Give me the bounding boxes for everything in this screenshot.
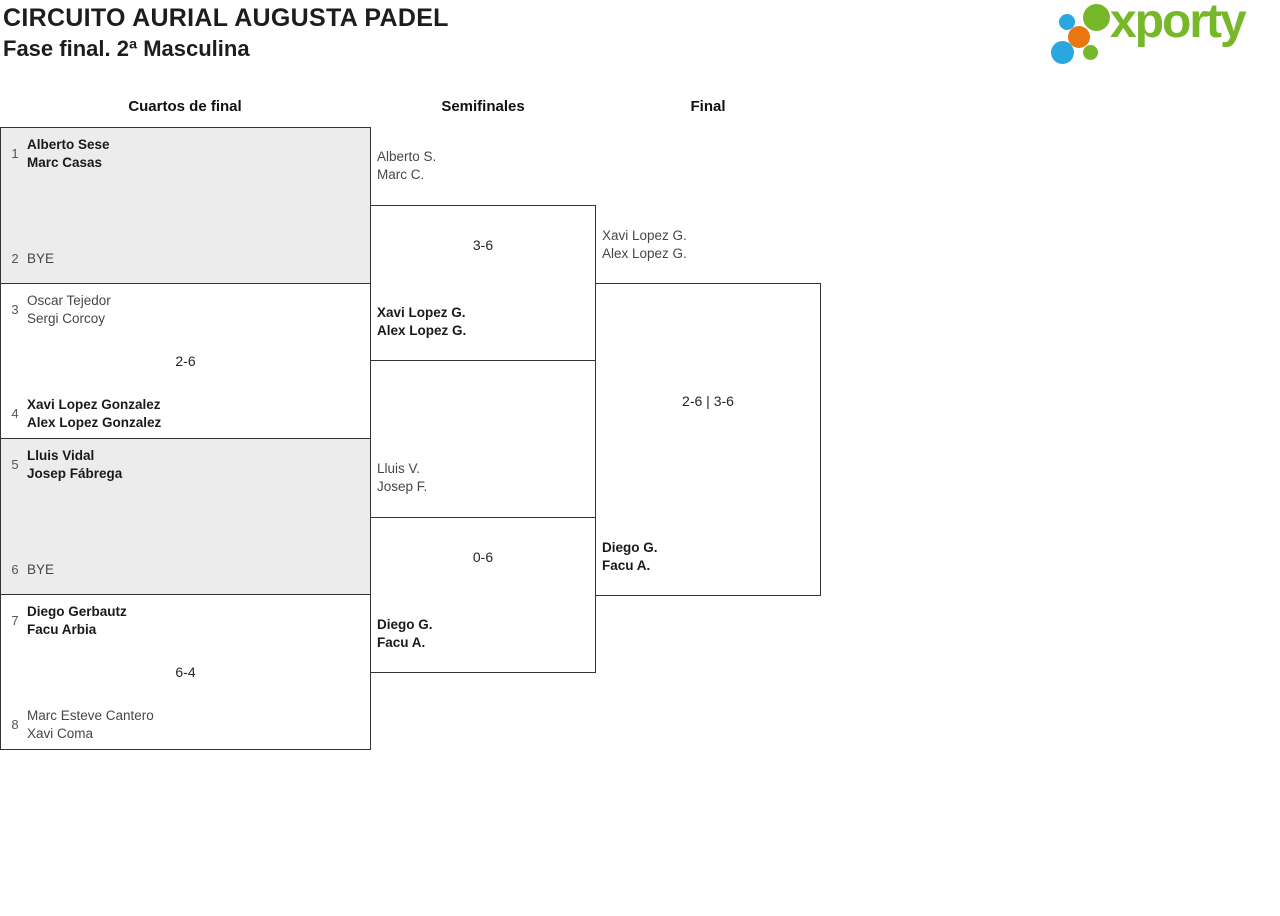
team-name: BYE	[27, 251, 55, 266]
team-pair: Diego Gerbautz Facu Arbia	[27, 603, 362, 639]
team-pair: Oscar Tejedor Sergi Corcoy	[27, 292, 362, 328]
team-pair: Xavi Lopez Gonzalez Alex Lopez Gonzalez	[27, 396, 362, 432]
seed-number: 6	[11, 562, 19, 577]
advancing-pair: Diego G. Facu A.	[602, 539, 820, 575]
match-box-sf2[interactable]: 0-6	[370, 517, 596, 673]
team-name: Xavi Lopez Gonzalez	[27, 397, 161, 412]
match-score: 6-4	[175, 664, 196, 680]
match-box-sf1[interactable]: 3-6	[370, 205, 596, 361]
logo-dot-blue-big-icon	[1051, 41, 1074, 64]
team-name: Lluis Vidal	[27, 448, 95, 463]
logo-dot-blue-small-icon	[1059, 14, 1075, 30]
logo-dot-green-small-icon	[1083, 45, 1098, 60]
round-header-cuartos: Cuartos de final	[128, 98, 242, 115]
team-pair: Alberto Sese Marc Casas	[27, 136, 362, 172]
match-box-qf1[interactable]: 1 Alberto Sese Marc Casas 2 BYE	[0, 127, 371, 284]
seed-number: 1	[11, 146, 19, 161]
team-name: Alex Lopez G.	[602, 246, 687, 261]
match-score: 2-6 | 3-6	[682, 393, 734, 409]
round-header-semifinales: Semifinales	[441, 98, 525, 115]
team-name: Sergi Corcoy	[27, 311, 106, 326]
advancing-pair: Diego G. Facu A.	[377, 616, 595, 652]
page-title: CIRCUITO AURIAL AUGUSTA PADEL	[3, 4, 449, 32]
team-name: Josep Fábrega	[27, 466, 123, 481]
team-pair: Marc Esteve Cantero Xavi Coma	[27, 707, 362, 743]
team-name: BYE	[27, 562, 55, 577]
team-name: Facu A.	[377, 635, 426, 650]
round-header-final: Final	[690, 98, 726, 115]
team-name: Alex Lopez Gonzalez	[27, 415, 162, 430]
team-name: Alberto S.	[377, 149, 437, 164]
match-score: 2-6	[175, 353, 196, 369]
team-name: Facu A.	[602, 558, 651, 573]
advancing-pair: Xavi Lopez G. Alex Lopez G.	[602, 227, 820, 263]
logo-dot-green-big-icon	[1083, 4, 1110, 31]
seed-number: 5	[11, 457, 19, 472]
team-name: Alex Lopez G.	[377, 323, 467, 338]
team-name: Marc Esteve Cantero	[27, 708, 154, 723]
match-score: 0-6	[472, 549, 494, 565]
team-name: Facu Arbia	[27, 622, 97, 637]
seed-number: 7	[11, 613, 19, 628]
team-name: Josep F.	[377, 479, 428, 494]
logo-dot-orange-icon	[1068, 26, 1090, 48]
category-subtitle: Fase final. 2ª Masculina	[3, 36, 250, 61]
seed-number: 2	[11, 251, 19, 266]
match-box-qf2[interactable]: 3 Oscar Tejedor Sergi Corcoy 2-6 4 Xavi …	[0, 283, 371, 439]
match-score: 3-6	[472, 237, 494, 253]
team-name: Marc C.	[377, 167, 425, 182]
team-pair: BYE	[27, 241, 362, 277]
seed-number: 3	[11, 302, 19, 317]
advancing-pair: Lluis V. Josep F.	[377, 460, 595, 496]
seed-number: 4	[11, 406, 19, 421]
team-name: Marc Casas	[27, 155, 103, 170]
team-name: Xavi Coma	[27, 726, 94, 741]
logo-wordmark: xporty	[1110, 0, 1247, 48]
team-pair: Lluis Vidal Josep Fábrega	[27, 447, 362, 483]
seed-number: 8	[11, 717, 19, 732]
team-name: Alberto Sese	[27, 137, 110, 152]
team-name: Xavi Lopez G.	[377, 305, 466, 320]
team-name: Diego G.	[602, 540, 658, 555]
team-name: Xavi Lopez G.	[602, 228, 687, 243]
xporty-logo[interactable]: xporty	[1048, 0, 1276, 74]
advancing-pair: Alberto S. Marc C.	[377, 148, 595, 184]
team-pair: BYE	[27, 552, 362, 588]
match-box-final[interactable]: 2-6 | 3-6	[595, 283, 821, 596]
match-box-qf4[interactable]: 7 Diego Gerbautz Facu Arbia 6-4 8 Marc E…	[0, 594, 371, 750]
team-name: Lluis V.	[377, 461, 421, 476]
team-name: Diego G.	[377, 617, 433, 632]
team-name: Oscar Tejedor	[27, 293, 111, 308]
team-name: Diego Gerbautz	[27, 604, 127, 619]
match-box-qf3[interactable]: 5 Lluis Vidal Josep Fábrega 6 BYE	[0, 438, 371, 595]
advancing-pair: Xavi Lopez G. Alex Lopez G.	[377, 304, 595, 340]
